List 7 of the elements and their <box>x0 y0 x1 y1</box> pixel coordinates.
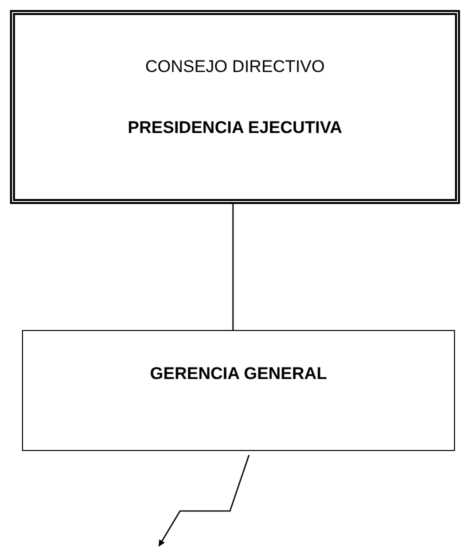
org-box <box>22 330 455 451</box>
unit-name: GERENCIA GENERAL <box>149 364 328 384</box>
org-box <box>10 10 460 204</box>
unit-name: PRESIDENCIA EJECUTIVA <box>126 118 344 138</box>
connector-line <box>232 204 234 330</box>
unit-name: CONSEJO DIRECTIVO <box>144 57 326 77</box>
arrow <box>158 454 250 547</box>
